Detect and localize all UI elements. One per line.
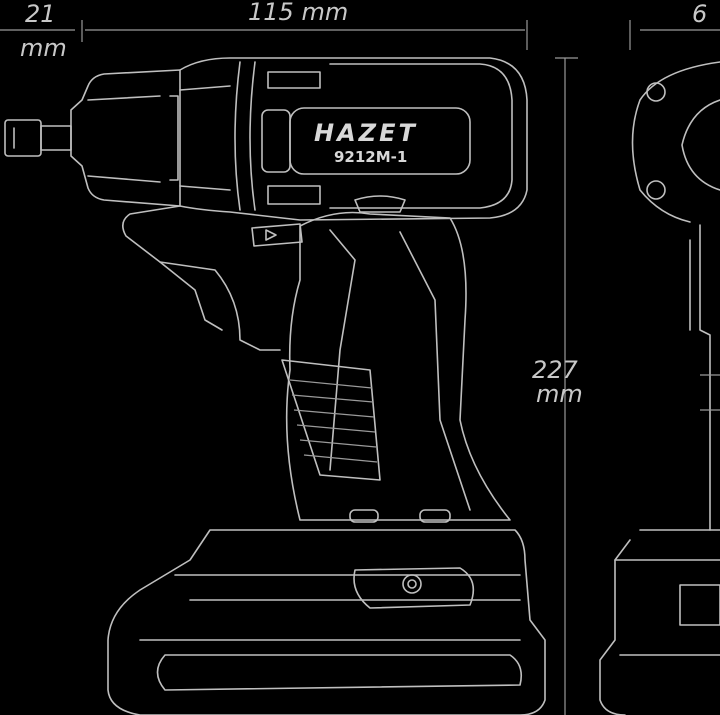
- brand-logo: HAZET: [314, 119, 418, 147]
- front-view: [599, 61, 720, 715]
- dim-width-partial: 6: [692, 0, 707, 28]
- battery-release-latch: [353, 567, 475, 609]
- dim-nose-length-value: 21: [25, 0, 56, 28]
- battery-pack: [107, 529, 546, 715]
- dim-height-unit: mm: [536, 380, 583, 408]
- dim-nose-length-unit: mm: [20, 34, 67, 62]
- square-drive: [4, 119, 72, 157]
- model-number: 9212M-1: [334, 148, 407, 166]
- grip-ribs: [281, 359, 381, 481]
- dim-height-value: 227: [532, 356, 579, 384]
- dimension-lines: [0, 20, 720, 715]
- side-view: [4, 57, 546, 715]
- dim-body-length: 115 mm: [248, 0, 348, 26]
- latch-indicator-icon: [402, 574, 422, 594]
